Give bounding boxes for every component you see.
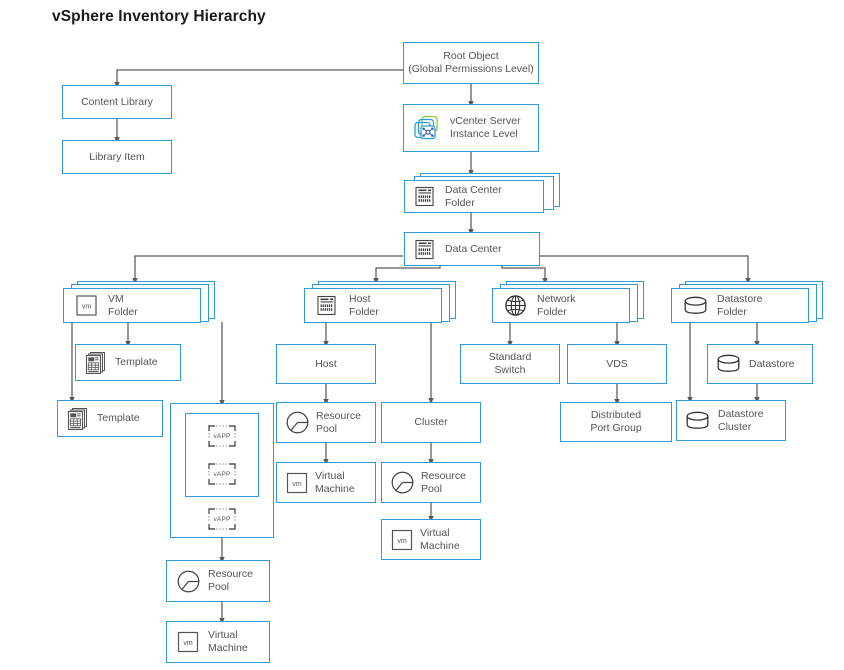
node-label: vAPP	[213, 515, 231, 523]
datacenter-icon	[412, 237, 438, 261]
globe-icon	[502, 293, 528, 319]
node-label: Virtual Machine	[208, 629, 248, 654]
node-network-folder[interactable]: Network Folder	[492, 288, 630, 323]
node-standard-switch[interactable]: Standard Switch	[460, 344, 560, 384]
node-label: Network Folder	[537, 292, 576, 318]
node-root-object[interactable]: Root Object (Global Permissions Level)	[403, 42, 539, 84]
node-label: Resource Pool	[421, 469, 466, 495]
node-label: vAPP	[213, 470, 231, 478]
node-label: Content Library	[81, 95, 153, 108]
node-vm-resource-pool[interactable]: Resource Pool	[166, 560, 270, 602]
node-label: Standard Switch	[488, 351, 532, 376]
node-label: Library Item	[89, 150, 145, 163]
node-vapp-2[interactable]: vAPP	[205, 460, 239, 488]
svg-text:vm: vm	[183, 640, 193, 647]
node-label: Root Object (Global Permissions Level)	[408, 50, 534, 75]
node-label: Cluster	[414, 416, 448, 428]
node-label: Virtual Machine	[420, 526, 460, 552]
vcenter-icon	[412, 113, 442, 143]
vm-icon: vm	[73, 293, 99, 319]
resourcepool-icon	[174, 567, 202, 595]
node-label: Distributed Port Group	[590, 409, 642, 434]
node-label: Datastore Folder	[717, 292, 763, 318]
datastore-icon	[681, 294, 709, 318]
node-template-inner[interactable]: Template	[75, 344, 181, 381]
node-label: Host	[315, 357, 337, 370]
template-icon	[65, 406, 91, 432]
vapp-container-inner[interactable]	[185, 413, 259, 497]
node-vm-folder[interactable]: vm VM Folder	[63, 288, 201, 323]
node-host-resource-pool[interactable]: Resource Pool	[276, 402, 376, 443]
node-label: Data Center	[445, 242, 502, 255]
datastore-icon	[684, 409, 711, 433]
node-datastore-folder[interactable]: Datastore Folder	[671, 288, 809, 323]
node-vapp-3[interactable]: vAPP	[205, 505, 239, 533]
node-label: Virtual Machine	[315, 469, 355, 495]
node-label: vAPP	[213, 432, 231, 440]
node-template-outer[interactable]: Template	[57, 400, 163, 437]
node-vm-virtual-machine[interactable]: vm Virtual Machine	[166, 621, 270, 663]
node-cluster-resource-pool[interactable]: Resource Pool	[381, 462, 481, 503]
svg-text:vm: vm	[397, 538, 407, 545]
vapp-icon	[208, 425, 236, 447]
node-vcenter-server[interactable]: vCenter Server Instance Level	[403, 104, 539, 152]
node-cluster-virtual-machine[interactable]: vm Virtual Machine	[381, 519, 481, 560]
host-icon	[314, 294, 340, 318]
node-label: vCenter Server Instance Level	[450, 115, 521, 140]
vapp-icon	[208, 463, 236, 485]
node-vapp-1[interactable]: vAPP	[205, 422, 239, 450]
node-datacenter-folder[interactable]: Data Center Folder	[404, 180, 544, 213]
node-label: Template	[97, 412, 140, 424]
node-datacenter[interactable]: Data Center	[404, 232, 540, 266]
datastore-icon	[715, 352, 742, 376]
node-content-library[interactable]: Content Library	[62, 85, 172, 119]
datacenter-icon	[412, 185, 438, 209]
svg-text:vm: vm	[81, 304, 91, 311]
template-icon	[83, 350, 109, 376]
node-label: Datastore Cluster	[718, 407, 764, 433]
svg-text:vm: vm	[292, 481, 302, 488]
node-label: Host Folder	[349, 292, 379, 318]
page-title: vSphere Inventory Hierarchy	[52, 8, 266, 25]
node-label: VDS	[606, 357, 628, 370]
node-label: Datastore	[749, 357, 795, 370]
node-label: Template	[115, 356, 158, 368]
resourcepool-icon	[388, 469, 416, 497]
node-host-folder[interactable]: Host Folder	[304, 288, 442, 323]
node-library-item[interactable]: Library Item	[62, 140, 172, 174]
vm-icon: vm	[174, 628, 202, 656]
vapp-icon	[208, 508, 236, 530]
node-distributed-port-group[interactable]: Distributed Port Group	[560, 402, 672, 442]
vm-icon: vm	[388, 526, 415, 553]
node-host[interactable]: Host	[276, 344, 376, 384]
node-label: VM Folder	[108, 292, 138, 318]
node-host-virtual-machine[interactable]: vm Virtual Machine	[276, 462, 376, 503]
node-cluster[interactable]: Cluster	[381, 402, 481, 443]
node-datastore[interactable]: Datastore	[707, 344, 813, 384]
resourcepool-icon	[283, 409, 311, 437]
node-datastore-cluster[interactable]: Datastore Cluster	[676, 400, 786, 441]
node-label: Data Center Folder	[445, 183, 502, 209]
vm-icon: vm	[283, 469, 310, 496]
node-label: Resource Pool	[208, 568, 253, 593]
node-vds[interactable]: VDS	[567, 344, 667, 384]
node-label: Resource Pool	[316, 409, 361, 435]
